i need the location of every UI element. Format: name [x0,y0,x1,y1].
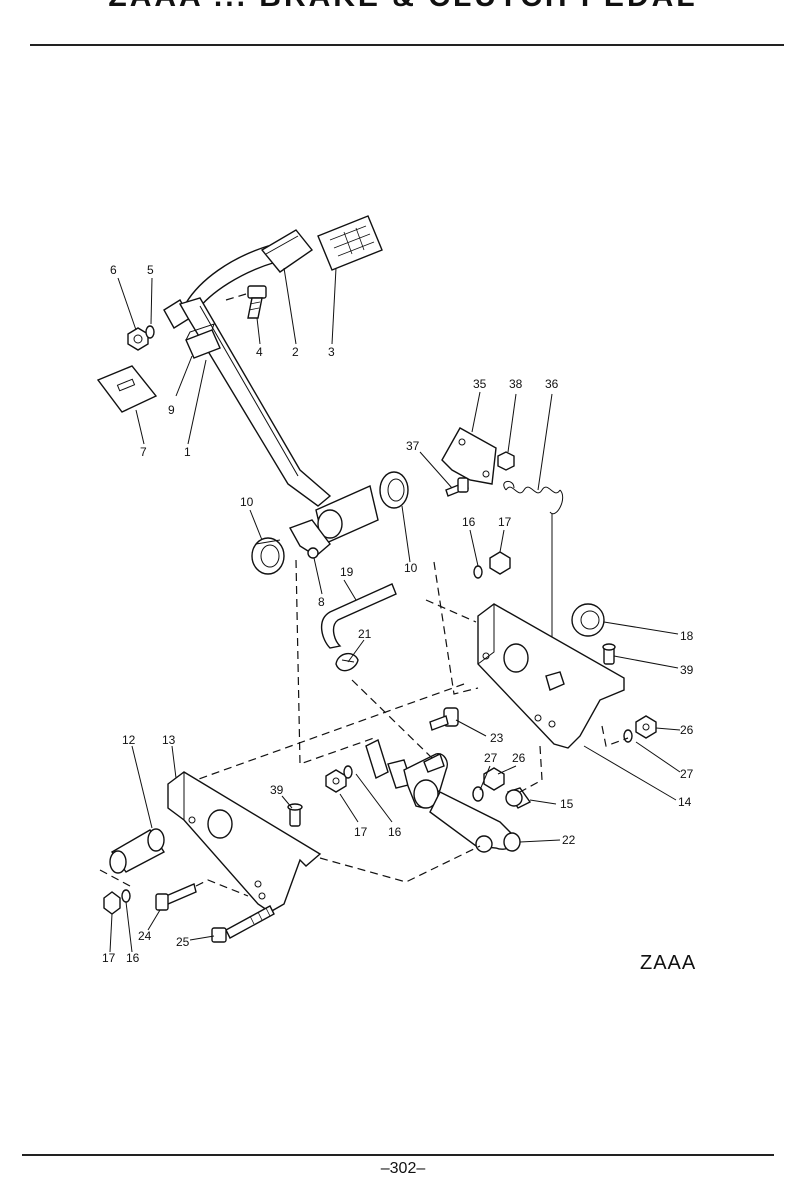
callout-8: 8 [318,595,325,609]
callout-3: 3 [328,345,335,359]
callout-10-left: 10 [240,495,254,509]
washer-part-5 [145,325,155,339]
callout-19: 19 [340,565,354,579]
nut-part-38 [497,451,515,471]
master-cylinder-part-22 [365,739,521,853]
brake-pedal-arm-part [185,229,314,314]
callout-15: 15 [560,797,574,811]
pedal-shaft-part [163,297,379,557]
bottom-rule [22,1154,774,1156]
callout-18: 18 [680,629,694,643]
callout-17-lower: 17 [102,951,116,965]
callout-14: 14 [678,795,692,809]
callout-9: 9 [168,403,175,417]
callout-23: 23 [490,731,504,745]
bushing-part-15 [505,787,532,809]
callout-39-upper: 39 [680,663,694,677]
callout-16-upper: 16 [462,515,476,529]
callout-26-mid: 26 [512,751,526,765]
callout-16-mid: 16 [388,825,402,839]
washer-part-16-upper [473,565,483,579]
washer-part-27-mid [472,786,484,802]
bushing-part-18 [571,603,605,637]
bracket-part-35 [441,427,497,485]
callout-26-right: 26 [680,723,694,737]
callout-13: 13 [162,733,176,747]
callout-27-mid: 27 [484,751,498,765]
assembly-lines [99,559,629,897]
callout-21: 21 [358,627,372,641]
pedal-rubber-part [96,365,158,413]
page-title: ZAAA ... BRAKE & CLUTCH PEDAL [0,0,806,14]
callout-17-mid: 17 [354,825,368,839]
nut-part-17-lower [103,891,121,915]
bolt-part-24 [155,883,197,911]
bracket-part-14 [477,603,625,749]
pin-part-39-lower [287,803,303,827]
callout-35: 35 [473,377,487,391]
callout-1: 1 [184,445,191,459]
washer-part-8 [307,547,319,559]
bushing-part-10-left [251,537,285,575]
nut-part-26-mid [483,767,505,791]
nut-part-6 [127,327,149,351]
washer-part-16-lower [121,889,131,903]
pin-part-39-upper [602,643,616,665]
pedal-pad-part [317,215,383,271]
callout-10-right: 10 [404,561,418,575]
callout-labels: 6 5 4 2 3 9 7 1 35 38 36 37 10 10 16 17 … [102,263,694,965]
leader-lines [109,267,681,953]
bolt-part-37 [445,477,469,497]
bushing-part-10-right [379,471,409,509]
page-number: –302– [380,1160,426,1177]
washer-part-27-right [623,729,633,743]
callout-25: 25 [176,935,190,949]
callout-36: 36 [545,377,559,391]
figure-code: ZAAA [640,952,697,974]
bracket-part-13 [167,771,322,913]
clip-part-21 [335,653,359,672]
bolt-part-25 [211,905,275,943]
callout-27-right: 27 [680,767,694,781]
rod-part-19 [321,583,397,649]
bolt-part-23 [429,707,459,731]
callout-2: 2 [292,345,299,359]
callout-4: 4 [256,345,263,359]
nut-part-17-mid [325,769,347,793]
callout-5: 5 [147,263,154,277]
bolt-part-4 [225,285,267,319]
callout-22: 22 [562,833,576,847]
callout-16-lower: 16 [126,951,140,965]
callout-6: 6 [110,263,117,277]
callout-7: 7 [140,445,147,459]
callout-37: 37 [406,439,420,453]
callout-38: 38 [509,377,523,391]
bushing-part-12 [109,828,165,874]
callout-24: 24 [138,929,152,943]
callout-17-upper: 17 [498,515,512,529]
top-rule [30,44,784,46]
callout-39-lower: 39 [270,783,284,797]
callout-12: 12 [122,733,136,747]
nut-part-17-upper [489,551,511,575]
nut-part-26-right [635,715,657,739]
washer-part-16-mid [343,765,353,779]
